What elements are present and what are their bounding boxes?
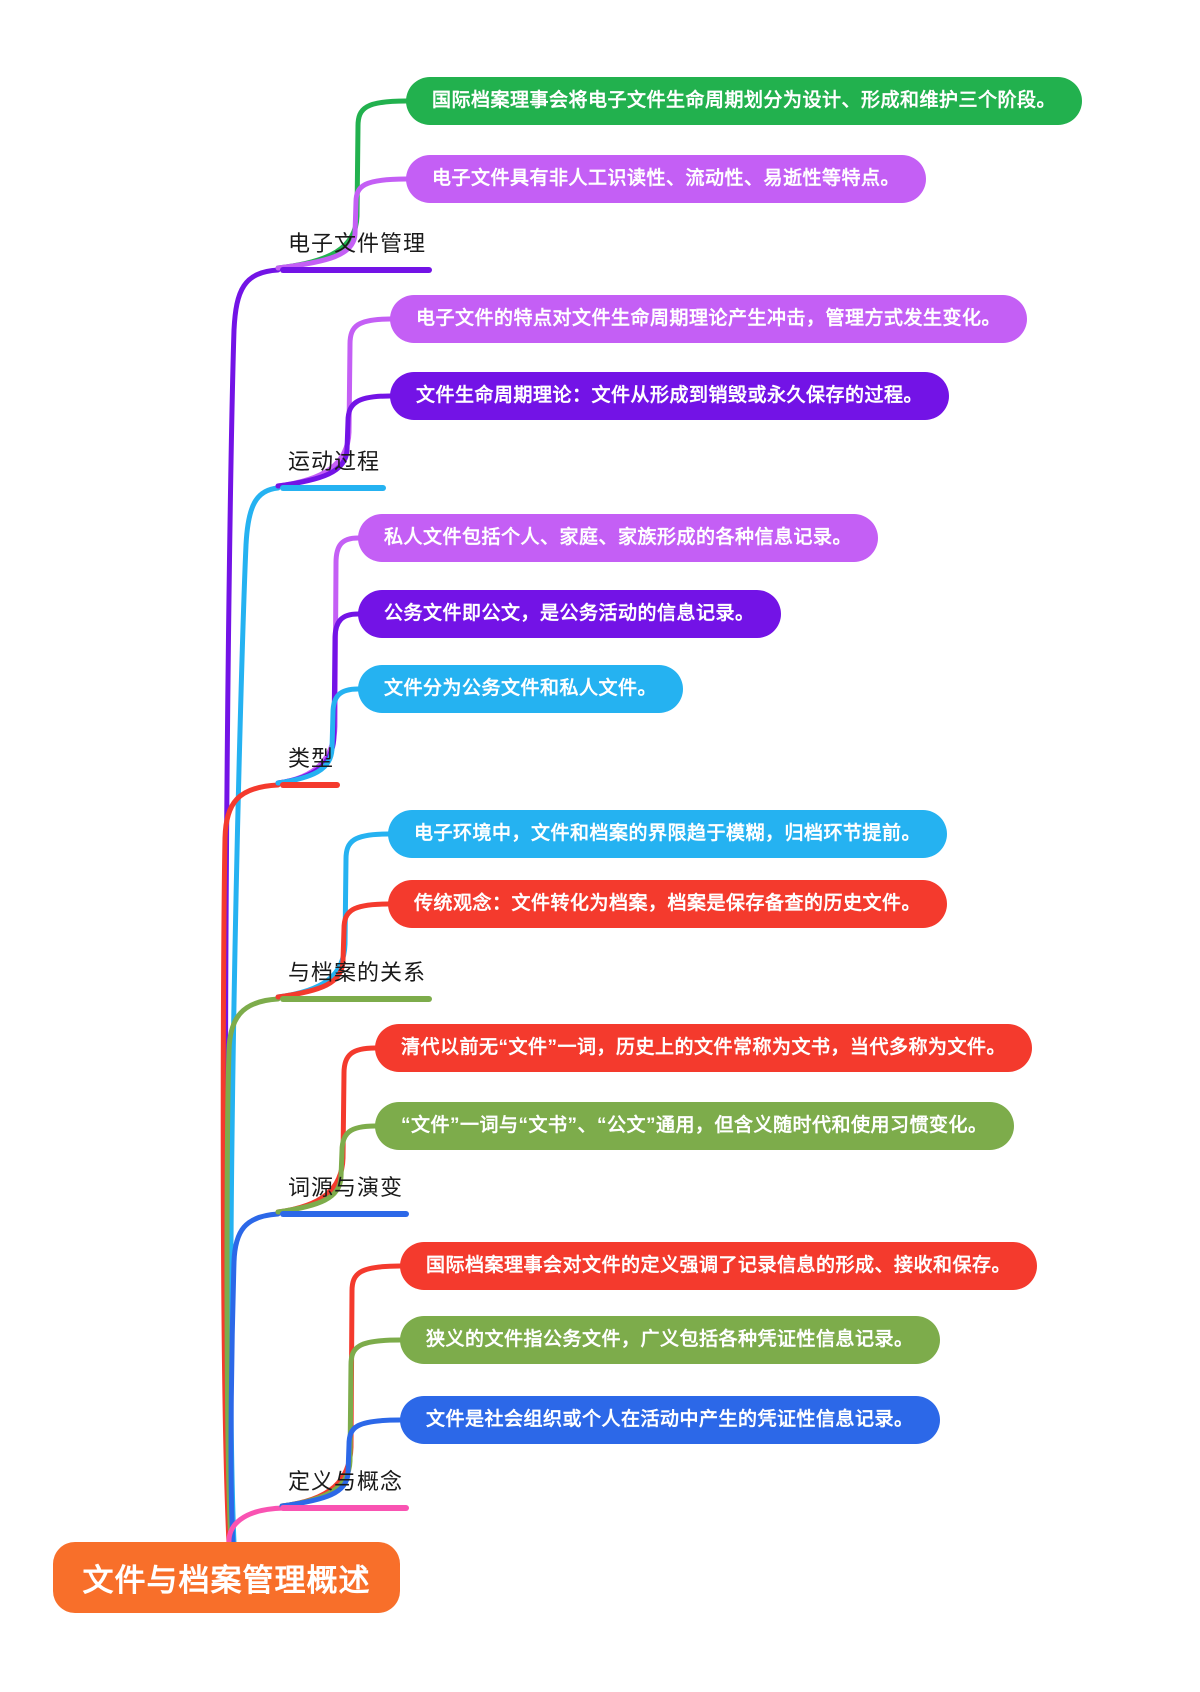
leaf-connector [275, 1123, 378, 1215]
leaf-node[interactable]: 电子环境中，文件和档案的界限趋于模糊，归档环节提前。 [388, 810, 948, 858]
leaf-node[interactable]: 公务文件即公文，是公务活动的信息记录。 [358, 590, 781, 638]
leaf-connector [275, 901, 391, 1000]
branch-underline [280, 996, 433, 1002]
branch-label: 词源与演变 [288, 1175, 404, 1200]
leaf-node[interactable]: 狭义的文件指公务文件，广义包括各种凭证性信息记录。 [400, 1316, 940, 1364]
branch-node-relation-to-archives[interactable]: 与档案的关系 [280, 959, 433, 1002]
branch-label: 运动过程 [288, 449, 381, 474]
leaf-node[interactable]: 文件分为公务文件和私人文件。 [358, 665, 684, 713]
root-node[interactable]: 文件与档案管理概述 [53, 1542, 400, 1613]
branch-label: 类型 [288, 746, 335, 771]
branch-underline [280, 485, 387, 491]
leaf-node[interactable]: 国际档案理事会对文件的定义强调了记录信息的形成、接收和保存。 [400, 1242, 1038, 1290]
leaf-node[interactable]: 文件是社会组织或个人在活动中产生的凭证性信息记录。 [400, 1396, 940, 1444]
branch-connector [228, 1211, 281, 1546]
branch-connector [224, 996, 281, 1546]
branch-node-etymology-evolution[interactable]: 词源与演变 [280, 1174, 410, 1217]
branch-underline [280, 782, 341, 788]
branch-node-electronic-records-management[interactable]: 电子文件管理 [280, 230, 433, 273]
leaf-node[interactable]: 文件生命周期理论：文件从形成到销毁或永久保存的过程。 [390, 372, 950, 420]
branch-underline [280, 267, 433, 273]
leaf-node[interactable]: 传统观念：文件转化为档案，档案是保存备查的历史文件。 [388, 880, 948, 928]
branch-label: 电子文件管理 [288, 231, 427, 256]
leaf-connector [275, 176, 409, 271]
branch-underline [280, 1505, 410, 1511]
branch-node-movement-process[interactable]: 运动过程 [280, 448, 387, 491]
leaf-node[interactable]: 国际档案理事会将电子文件生命周期划分为设计、形成和维护三个阶段。 [406, 77, 1083, 125]
branch-underline [280, 1211, 410, 1217]
leaf-node[interactable]: 清代以前无“文件”一词，历史上的文件常称为文书，当代多称为文件。 [375, 1024, 1033, 1072]
leaf-connector [275, 686, 361, 786]
leaf-connector [279, 1417, 403, 1509]
branch-node-types[interactable]: 类型 [280, 745, 341, 788]
branch-label: 与档案的关系 [288, 960, 427, 985]
leaf-node[interactable]: 电子文件的特点对文件生命周期理论产生冲击，管理方式发生变化。 [390, 295, 1028, 343]
branch-node-definition-concept[interactable]: 定义与概念 [280, 1468, 410, 1511]
leaf-node[interactable]: 电子文件具有非人工识读性、流动性、易逝性等特点。 [406, 155, 927, 203]
leaf-node[interactable]: 私人文件包括个人、家庭、家族形成的各种信息记录。 [358, 514, 879, 562]
branch-label: 定义与概念 [288, 1469, 404, 1494]
leaf-node[interactable]: “文件”一词与“文书”、“公文”通用，但含义随时代和使用习惯变化。 [375, 1102, 1014, 1150]
branch-connector [226, 1505, 287, 1546]
leaf-connector [275, 393, 393, 489]
